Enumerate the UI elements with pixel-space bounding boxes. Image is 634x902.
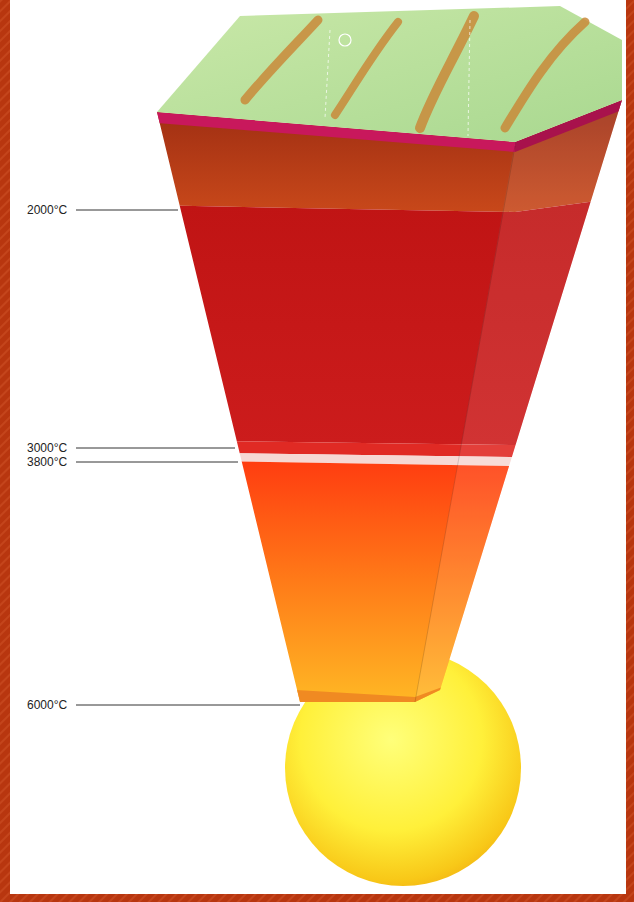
d-layer [140,430,634,457]
leader-lines [76,210,300,705]
temperature-label: 3000°C [27,442,67,454]
ridge [505,22,585,128]
temperature-label: 3800°C [27,456,67,468]
grid-lines [325,20,470,136]
surface-marker [339,34,351,46]
wedge-edge [415,146,515,702]
leader-line [76,462,238,463]
ridge [420,16,474,128]
core-slab [296,686,445,708]
side-face [415,100,622,702]
grid-line [325,30,330,118]
mountain-ridges [245,16,585,128]
outer-core [140,450,634,720]
surface-top [157,6,622,142]
leader-line [76,448,235,449]
temperature-label: 2000°C [27,204,67,216]
leader-line [76,210,178,211]
leader-line [76,705,300,706]
temperature-label: 6000°C [27,699,67,711]
ridge [245,20,318,100]
wedge [140,85,634,720]
grid-line [468,20,470,136]
ridge [335,22,398,115]
